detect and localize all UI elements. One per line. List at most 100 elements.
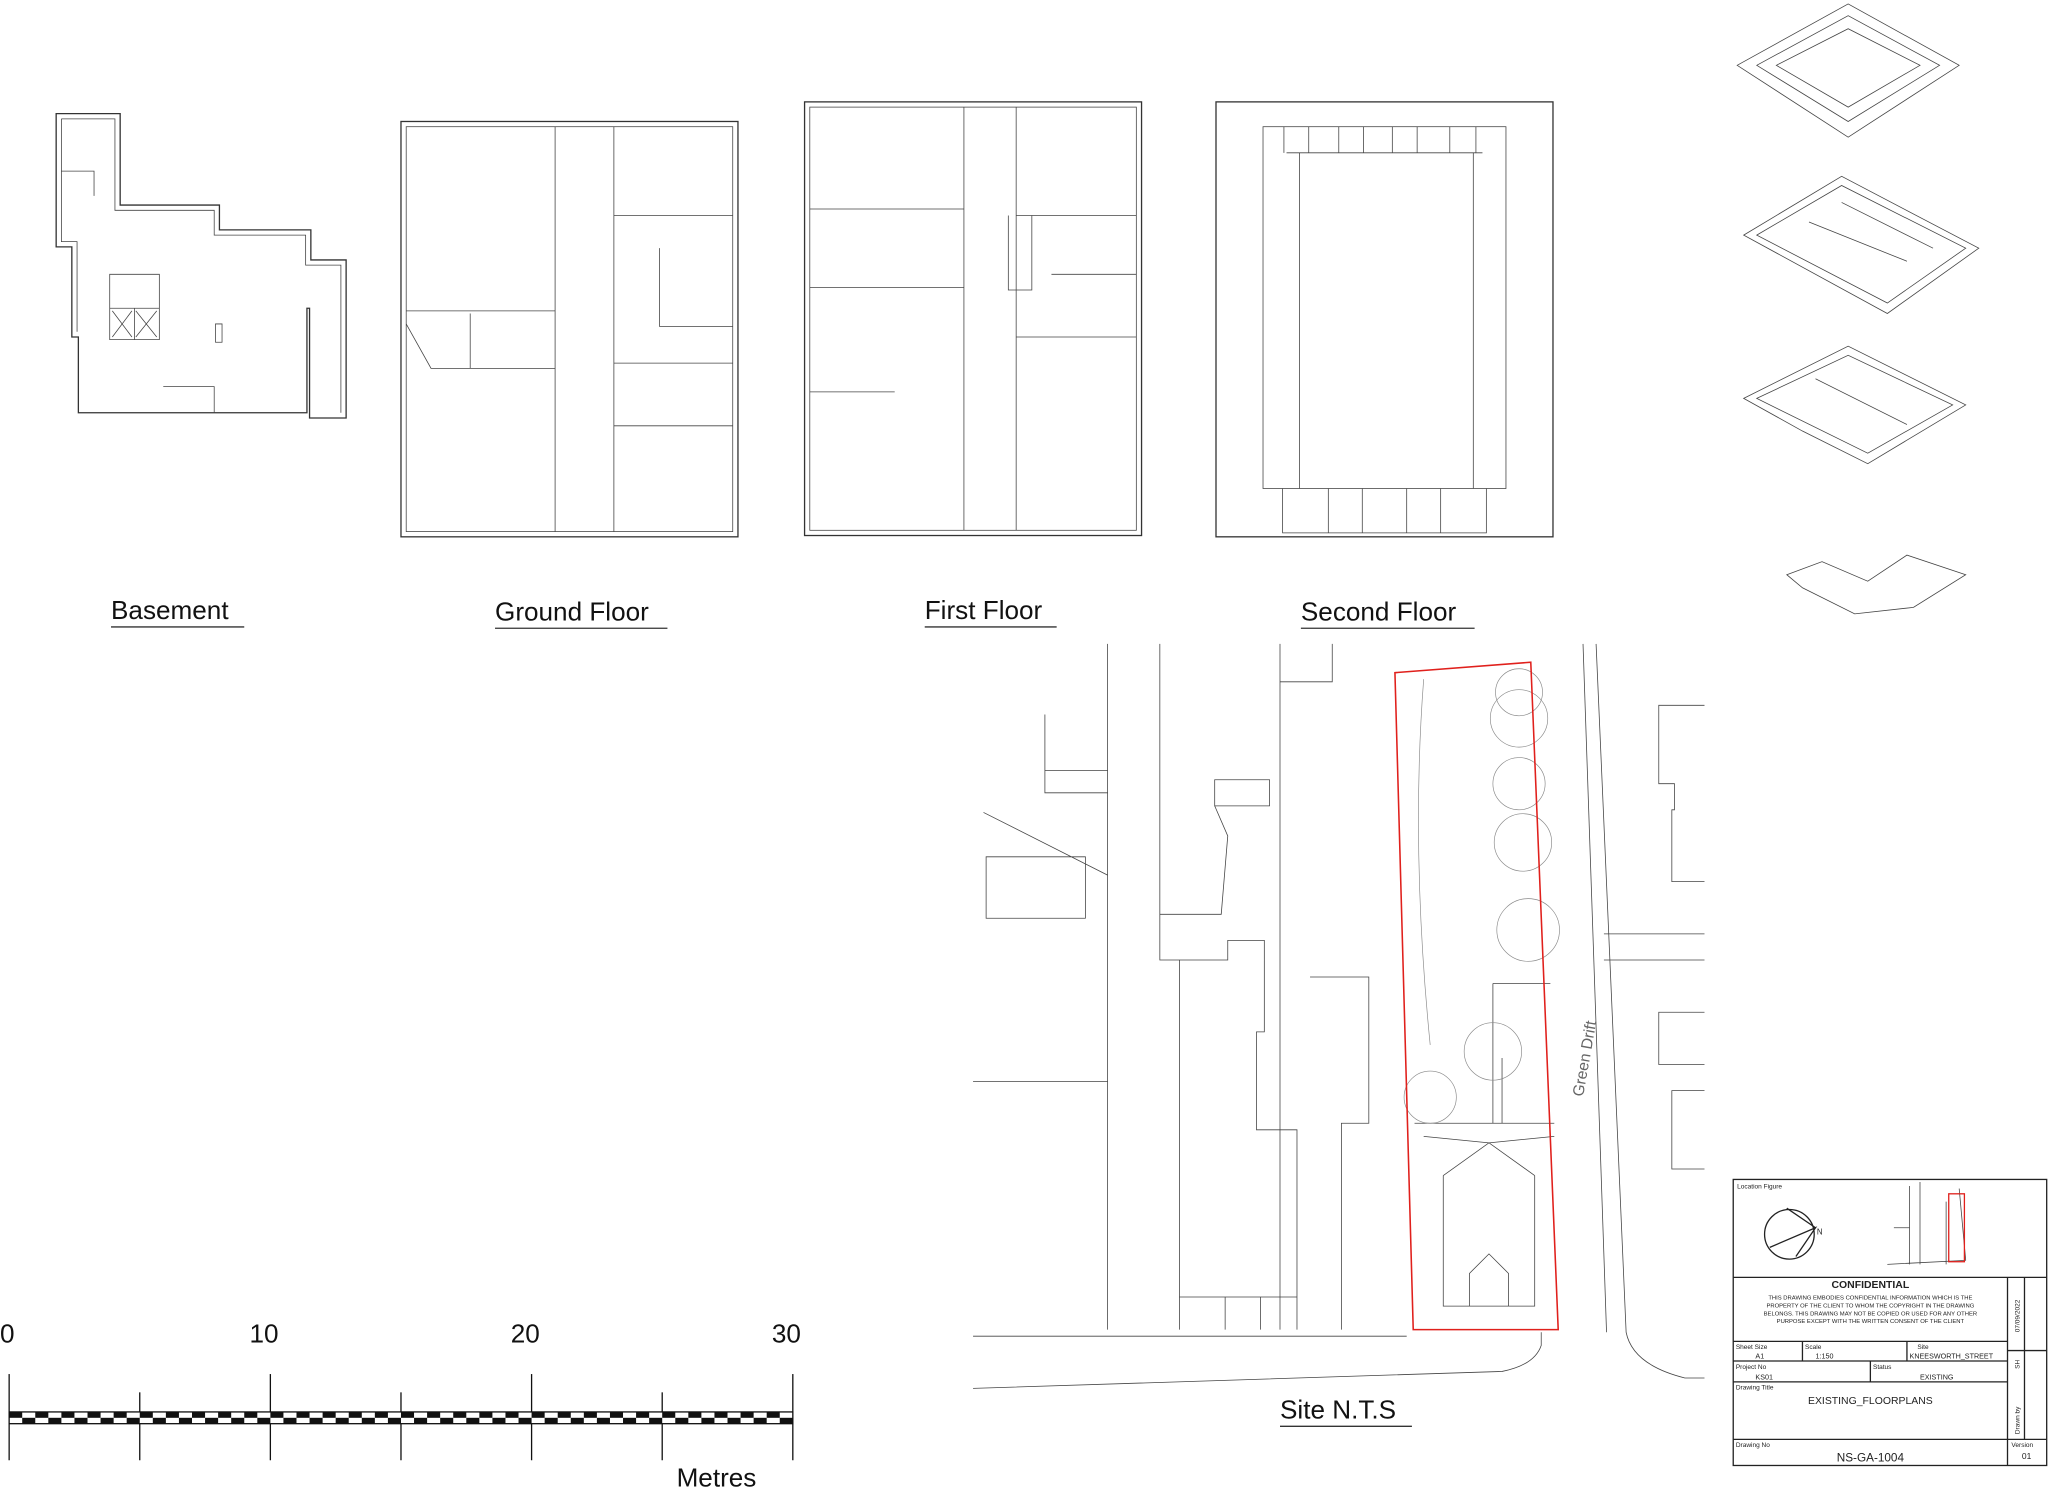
site-title: Site N.T.S: [1280, 1394, 1396, 1424]
scale-bar-segment: [374, 1411, 388, 1418]
scale-bar-segment: [35, 1411, 49, 1418]
scale-bar-segment: [22, 1417, 36, 1424]
scale-bar-segment: [518, 1417, 532, 1424]
status-label: Status: [1873, 1364, 1892, 1371]
scale-bar-segment: [322, 1411, 336, 1418]
scale-bar-segment: [296, 1411, 310, 1418]
scale-tick-20: 20: [511, 1319, 540, 1349]
ground-floor-plan: [400, 120, 739, 538]
scale-bar-segment: [361, 1417, 375, 1424]
site-plan: Green Drift: [973, 643, 1705, 1389]
scale-bar-segment: [466, 1417, 480, 1424]
sheet-size-label: Sheet Size: [1736, 1344, 1768, 1351]
scale-bar-segment: [400, 1411, 415, 1418]
scale-bar-segment: [492, 1417, 506, 1424]
scale-bar-segment: [583, 1411, 597, 1418]
scale-bar-segment: [205, 1417, 219, 1424]
scale-bar-segment: [100, 1417, 114, 1424]
scale-bar-segment: [218, 1411, 232, 1418]
drawing-no: NS-GA-1004: [1837, 1452, 1905, 1465]
basement-plan: [55, 112, 347, 419]
scale-bar-segment: [74, 1417, 88, 1424]
scale-bar-segment: [61, 1411, 75, 1418]
scale-bar-segment: [231, 1417, 245, 1424]
site-label: Site: [1917, 1344, 1929, 1351]
project-no: KS01: [1755, 1373, 1773, 1381]
scale-bar-segment: [87, 1411, 101, 1418]
confidential-line: PURPOSE EXCEPT WITH THE WRITTEN CONSENT …: [1777, 1319, 1965, 1325]
basement-title: Basement: [111, 595, 229, 625]
scale-bar-segment: [675, 1417, 689, 1424]
scale-bar-segment: [283, 1417, 297, 1424]
scale-tick-30: 30: [772, 1319, 801, 1349]
street-label: Green Drift: [1570, 1019, 1600, 1098]
north-label: N: [1817, 1227, 1823, 1236]
scale-bar-segment: [557, 1411, 571, 1418]
project-no-label: Project No: [1736, 1364, 1767, 1371]
scale-bar-segment: [727, 1417, 741, 1424]
scale-bar-segment: [335, 1417, 349, 1424]
scale-bar-segment: [714, 1411, 728, 1418]
scale-bar-segment: [505, 1411, 519, 1418]
version: 01: [2022, 1451, 2032, 1461]
scale-bar-segment: [178, 1417, 192, 1424]
drawing-no-label: Drawing No: [1736, 1442, 1770, 1449]
scale-bar-segment: [152, 1417, 166, 1424]
scale-bar-segment: [387, 1417, 401, 1424]
scale-bar-segment: [531, 1411, 545, 1418]
scale-bar-segment: [192, 1411, 206, 1418]
scale-bar-segment: [766, 1411, 780, 1418]
scale-bar-segment: [636, 1411, 650, 1418]
axonometric-views: [1736, 3, 1980, 615]
site-boundary: [1394, 661, 1560, 1331]
sheet-size: A1: [1755, 1352, 1764, 1360]
scale-bar-segment: [609, 1411, 624, 1418]
second-floor-plan: [1215, 101, 1554, 538]
scale-bar-segment: [48, 1417, 62, 1424]
scale-unit: Metres: [677, 1462, 757, 1489]
scale-bar-segment: [139, 1411, 153, 1418]
scale-bar-segment: [244, 1411, 258, 1418]
scale-bar-segment: [688, 1411, 702, 1418]
drawn-by-label: Drawn by: [2014, 1406, 2021, 1434]
scale-bar-segment: [9, 1411, 23, 1418]
location-map: [1887, 1182, 1967, 1265]
scale-bar-segment: [257, 1417, 271, 1424]
scale-bar-segment: [126, 1417, 140, 1424]
scale-bar-segment: [440, 1417, 454, 1424]
scale-bar-segment: [649, 1417, 663, 1424]
confidential-line: PROPERTY OF THE CLIENT TO WHOM THE COPYR…: [1766, 1303, 1974, 1309]
confidential-line: THIS DRAWING EMBODIES CONFIDENTIAL INFOR…: [1768, 1296, 1972, 1302]
scale-bar-segment: [453, 1411, 467, 1418]
scale-bar-segment: [414, 1417, 428, 1424]
scale-bar-segment: [701, 1417, 715, 1424]
scale-bar-segment: [740, 1411, 754, 1418]
scale-label: Scale: [1805, 1344, 1822, 1351]
scale-tick-0: 0: [0, 1319, 15, 1349]
scale-bar-segment: [623, 1417, 637, 1424]
scale-bar-segment: [779, 1417, 793, 1424]
ground-floor-title: Ground Floor: [495, 596, 649, 626]
scale-bar-segment: [544, 1417, 558, 1424]
scale-bar-segment: [113, 1411, 127, 1418]
scale-bar-segment: [596, 1417, 610, 1424]
scale-tick-10: 10: [249, 1319, 278, 1349]
scale-bar-segment: [348, 1411, 362, 1418]
location-figure-label: Location Figure: [1737, 1184, 1782, 1191]
scale-bar-segment: [662, 1411, 676, 1418]
title-block: Location Figure N CONFIDENTIAL THIS DRAW…: [1732, 1178, 2048, 1467]
scale-bar-segment: [309, 1417, 323, 1424]
drawn-by: SH: [2014, 1359, 2021, 1368]
first-floor-title: First Floor: [925, 595, 1043, 625]
scale-bar-segment: [753, 1417, 767, 1424]
scale-bar: 0 10 20 30 Metres: [0, 1319, 801, 1489]
drawing-title: EXISTING_FLOORPLANS: [1808, 1396, 1933, 1407]
second-floor-title: Second Floor: [1301, 596, 1457, 626]
confidential-line: BELONGS. THIS DRAWING MAY NOT BE COPIED …: [1764, 1311, 1977, 1317]
scale-bar-segment: [270, 1411, 284, 1418]
scale-bar-segment: [570, 1417, 584, 1424]
scale-value: 1:150: [1816, 1352, 1834, 1360]
scale-bar-segment: [165, 1411, 179, 1418]
scale-bar-segment: [479, 1411, 493, 1418]
